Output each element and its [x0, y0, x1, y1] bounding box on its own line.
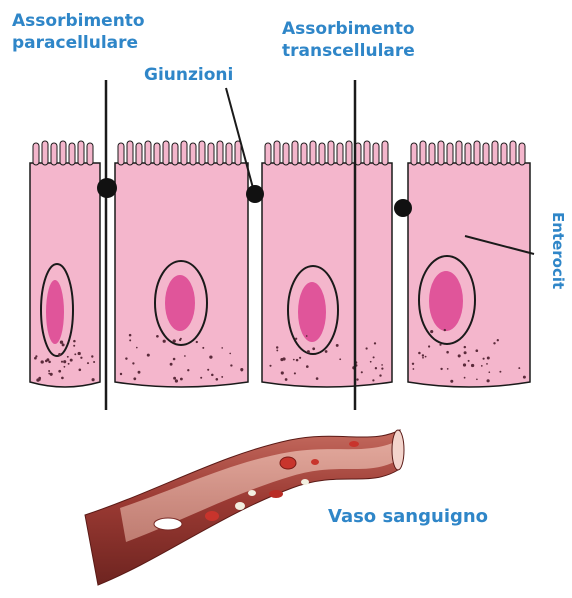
paracellular-label-line-1: Assorbimento [12, 10, 145, 32]
tight-junction-dot-3 [394, 199, 412, 217]
blood-vessel-label: Vaso sanguigno [328, 506, 488, 528]
transcellular-label-line-2: transcellulare [282, 40, 415, 62]
paracellular-absorption-label: Assorbimento paracellulare [12, 10, 145, 54]
microvilli-1 [33, 141, 93, 165]
transcellular-label-line-1: Assorbimento [282, 18, 415, 40]
vessel-opening [392, 430, 404, 470]
microvilli-4 [411, 141, 525, 165]
enterocytes-label: Enterocit [548, 212, 568, 289]
paracellular-label-line-2: paracellulare [12, 32, 145, 54]
enterocyte-cell-1 [30, 141, 100, 387]
enterocyte-cell-2 [115, 141, 248, 387]
transcellular-absorption-label: Assorbimento transcellulare [282, 18, 415, 62]
enterocyte-cell-4 [408, 141, 530, 387]
enterocyte-cell-3 [262, 141, 392, 387]
tight-junction-dot-1 [97, 178, 117, 198]
junctions-label: Giunzioni [144, 64, 233, 86]
microvilli-3 [265, 141, 388, 165]
microvilli-2 [118, 141, 241, 165]
tight-junction-dot-2 [246, 185, 264, 203]
